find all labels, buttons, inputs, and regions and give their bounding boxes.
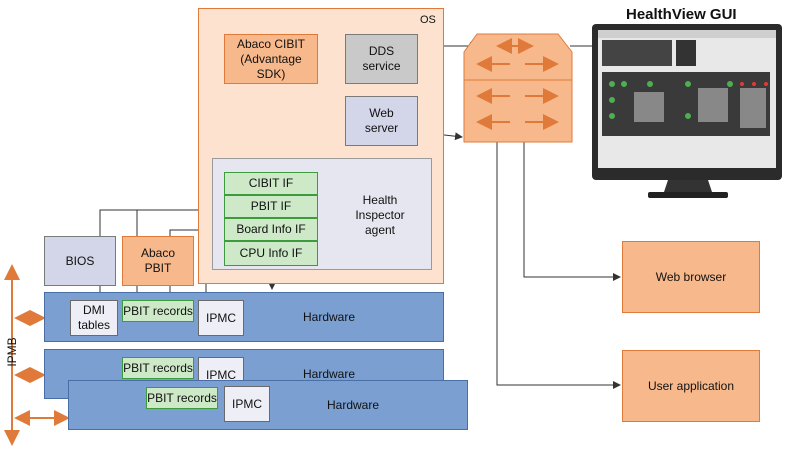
abaco-pbit-box: Abaco PBIT: [122, 236, 194, 286]
board-info-if-box: Board Info IF: [224, 218, 318, 241]
ipmc-box-3: IPMC: [224, 386, 270, 422]
pbit-records-box-2: PBIT records: [122, 357, 194, 379]
ipmc-box-1: IPMC: [198, 300, 244, 336]
ipmb-label: IPMB: [5, 337, 19, 367]
abaco-cibit-box: Abaco CIBIT (Advantage SDK): [224, 34, 318, 84]
web-server-box: Web server: [345, 96, 418, 146]
healthview-gui-title: HealthView GUI: [626, 6, 737, 23]
web-browser-box: Web browser: [622, 241, 760, 313]
cibit-if-box: CIBIT IF: [224, 172, 318, 195]
network-switch-shape: [463, 33, 573, 143]
pbit-records-box-1: PBIT records: [122, 300, 194, 322]
dmi-tables-box: DMI tables: [70, 300, 118, 336]
monitor-icon: [592, 24, 782, 198]
dds-service-box: DDS service: [345, 34, 418, 84]
pbit-records-box-3: PBIT records: [146, 387, 218, 409]
bios-box: BIOS: [44, 236, 116, 286]
pbit-if-box: PBIT IF: [224, 195, 318, 218]
health-inspector-label: Health Inspector agent: [355, 192, 405, 237]
cpu-info-if-box: CPU Info IF: [224, 241, 318, 266]
os-label: OS: [420, 14, 436, 26]
user-application-box: User application: [622, 350, 760, 422]
